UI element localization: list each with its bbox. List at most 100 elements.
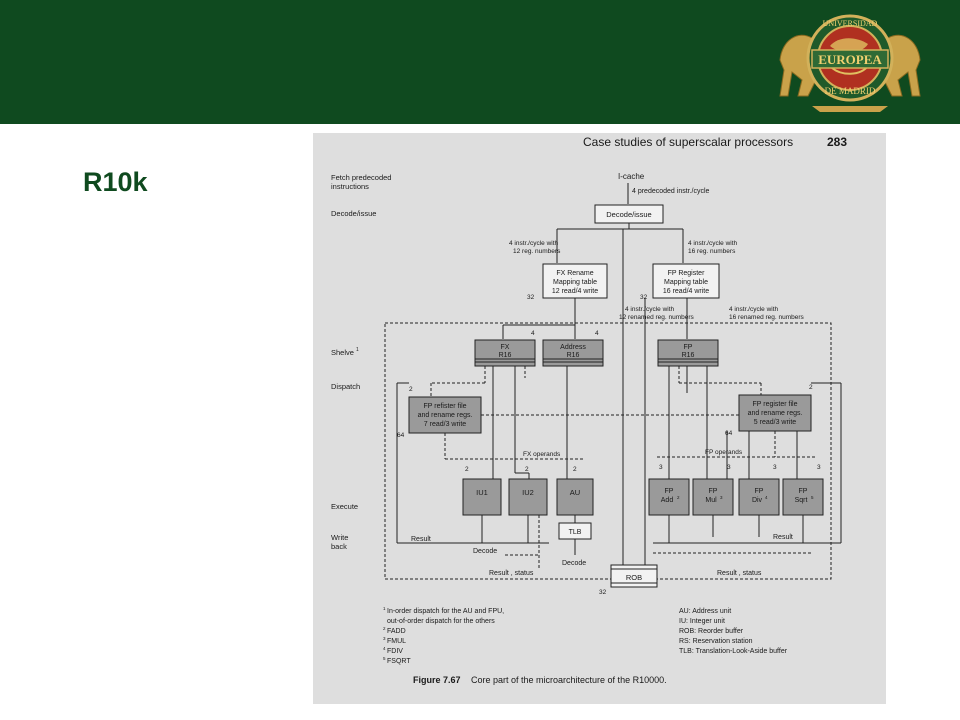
footnote-3-text: FMUL	[387, 638, 406, 645]
fp-add-unit	[648, 478, 690, 516]
footnote-1-sup: 1	[383, 606, 386, 611]
stage-dispatch: Dispatch	[331, 382, 360, 391]
footnote-5-sup: 5	[383, 656, 386, 661]
fp-regfile-3: 5 read/3 write	[754, 419, 797, 426]
rob-count: 32	[599, 589, 607, 596]
rs-count-addr: 4	[595, 330, 599, 337]
fx-rename-count: 32	[527, 294, 535, 301]
legend-rob: ROB: Reorder buffer	[679, 628, 744, 635]
fx-operands-label: FX operands	[523, 451, 561, 458]
r10000-diagram: Case studies of superscalar processors 2…	[313, 133, 886, 704]
iu1-unit	[462, 478, 502, 516]
fx-in-label-1: 4 instr./cycle with	[509, 240, 559, 247]
header-bar: EUROPEA UNIVERSIDAD DE MADRID	[0, 0, 960, 124]
fp-rs-2: R16	[682, 352, 695, 359]
fp-register-file	[738, 394, 812, 432]
fp-map-1: FP Register	[668, 270, 705, 277]
fp-map-2: Mapping table	[664, 279, 708, 286]
fx-rename-2: Mapping table	[553, 279, 597, 286]
fp-register-map-block	[652, 263, 720, 299]
fp-in-label-1: 4 instr./cycle with	[688, 240, 738, 247]
scanned-figure: Case studies of superscalar processors 2…	[313, 133, 886, 704]
stage-write: Write	[331, 533, 348, 542]
fx-regfile-2: and rename regs.	[418, 412, 473, 419]
fp-out-label-2: 16 renamed reg. numbers	[729, 314, 805, 321]
fp-add-2: Add	[661, 497, 674, 504]
fp-operands-label: FP operands	[705, 449, 743, 456]
footnote-4-sup: 4	[383, 646, 386, 651]
add-in-count: 3	[659, 464, 663, 471]
caption-text: Core part of the microarchitecture of th…	[471, 675, 667, 685]
footnote-2-sup: 2	[383, 626, 386, 631]
fp-mul-2: Mul	[705, 497, 717, 504]
sqrt-in-count: 3	[817, 464, 821, 471]
fx-out-label-1: 4 instr./cycle with	[625, 306, 675, 313]
legend-au: AU: Address unit	[679, 608, 731, 615]
stage-execute: Execute	[331, 502, 358, 511]
caption-label: Figure 7.67	[413, 675, 461, 685]
fx-regfile-count: 64	[397, 432, 405, 439]
tlb-text: TLB	[569, 529, 582, 536]
fp-mul-sup: 3	[720, 495, 723, 500]
result-bus-loop	[384, 322, 832, 580]
fp-mul-1: FP	[709, 488, 718, 495]
iu2-text: IU2	[522, 488, 534, 497]
footnote-5-text: FSQRT	[387, 658, 411, 665]
stage-shelve-sup: 1	[356, 347, 359, 353]
icache-label: I-cache	[618, 172, 645, 181]
fx-regfile-1: FP refister file	[423, 403, 466, 410]
footnote-4-text: FDIV	[387, 648, 403, 655]
fp-out-label-1: 4 instr./cycle with	[729, 306, 779, 313]
fp-map-3: 16 read/4 write	[663, 288, 709, 295]
footnote-3-sup: 3	[383, 636, 386, 641]
fx-decode-label: Decode	[473, 548, 497, 555]
fp-sqrt-2: Sqrt	[795, 497, 808, 504]
fp-div-2: Div	[752, 497, 763, 504]
fx-rename-block	[542, 263, 608, 299]
div-in-count: 3	[773, 464, 777, 471]
dispatch-count-fx: 2	[409, 386, 413, 393]
fp-result-status-label: Result , status	[717, 570, 762, 577]
iu2-unit	[508, 478, 548, 516]
footnote-1-text: In-order dispatch for the AU and FPU,	[387, 608, 504, 615]
rs-count-fx: 4	[531, 330, 535, 337]
fp-regfile-1: FP register file	[753, 401, 798, 408]
footnote-2-text: FADD	[387, 628, 406, 635]
legend-iu: IU: Integer unit	[679, 618, 725, 625]
fp-add-sup: 2	[677, 495, 680, 500]
fx-out-label-2: 12 renamed reg. numbers	[619, 314, 695, 321]
stage-fetch-2: instructions	[331, 182, 369, 191]
slide-title: R10k	[83, 167, 148, 197]
fx-result-label: Result	[411, 536, 431, 543]
fp-rs-1: FP	[684, 344, 693, 351]
legend-tlb: TLB: Translation-Look-Aside buffer	[679, 648, 788, 655]
logo-top-text: UNIVERSIDAD	[823, 19, 878, 28]
fp-sqrt-sup: 5	[811, 495, 814, 500]
addr-rs-2: R16	[567, 352, 580, 359]
iu1-text: IU1	[476, 488, 488, 497]
fp-div-1: FP	[755, 488, 764, 495]
fx-rename-3: 12 read/4 write	[552, 288, 598, 295]
rob-block	[610, 564, 658, 588]
stage-write-2: back	[331, 542, 347, 551]
fx-in-label-2: 12 reg. numbers	[513, 248, 561, 255]
page-header: Case studies of superscalar processors	[583, 135, 793, 149]
logo-middle-text: EUROPEA	[818, 52, 882, 67]
iu1-in-count: 2	[465, 466, 469, 473]
legend-rs: RS: Reservation station	[679, 638, 753, 645]
fp-mul-unit	[692, 478, 734, 516]
fp-result-label: Result	[773, 534, 793, 541]
addr-rs-1: Address	[560, 344, 586, 351]
au-unit	[556, 478, 594, 516]
fx-rs-2: R16	[499, 352, 512, 359]
fx-register-file	[408, 396, 482, 434]
rob-text: ROB	[626, 573, 642, 582]
fx-rs-1: FX	[501, 344, 510, 351]
fx-rename-1: FX Rename	[556, 270, 593, 277]
fx-regfile-3: 7 read/3 write	[424, 421, 467, 428]
fp-div-unit	[738, 478, 780, 516]
fp-regfile-count: 64	[725, 430, 733, 437]
fx-result-status-label: Result , status	[489, 570, 534, 577]
dispatch-count-fp: 2	[809, 384, 813, 391]
iu2-in-count: 2	[525, 466, 529, 473]
